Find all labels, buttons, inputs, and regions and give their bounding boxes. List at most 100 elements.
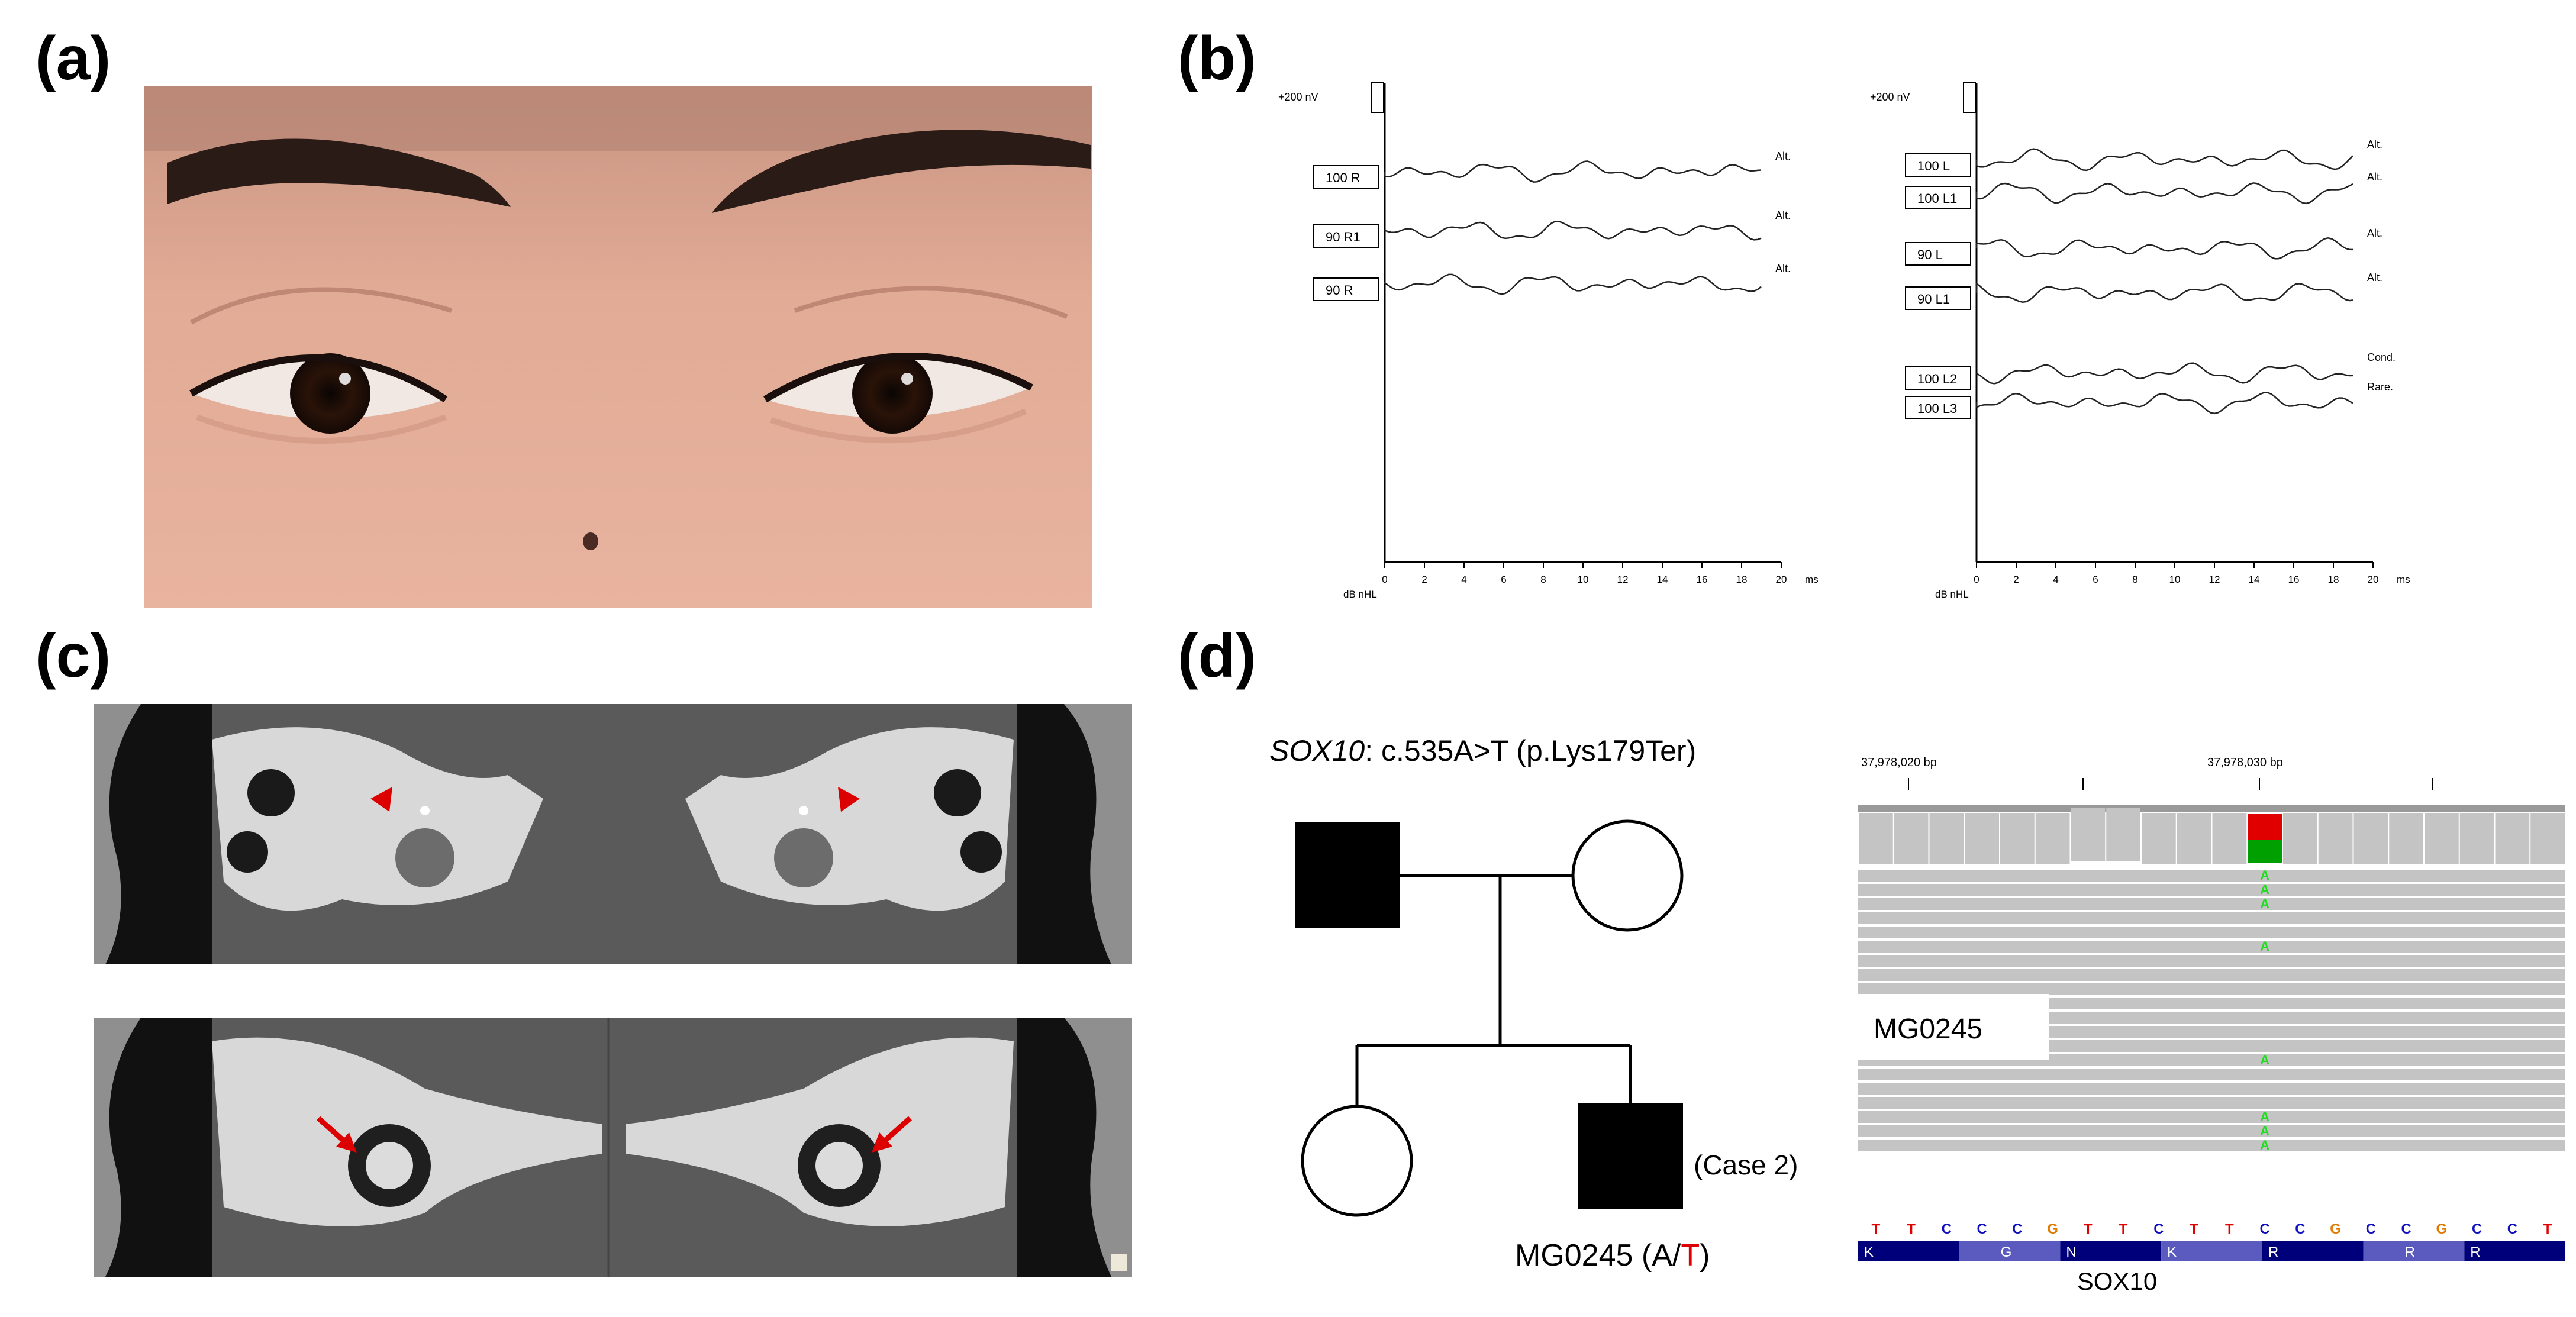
x-tick-label: 14 [1657,574,1668,585]
scale-bar-label: +200 nV [1870,91,1910,103]
arrow-marker [317,1116,347,1144]
amino-acid-label: R [2470,1244,2480,1260]
reference-base: G [2330,1221,2341,1237]
coverage-bar [2035,813,2070,864]
x-tick-label: 2 [2013,574,2019,585]
reference-base: T [2190,1221,2198,1237]
amino-acid-block [2464,1241,2565,1261]
amino-acid-block [1858,1241,1959,1261]
read-row [1858,898,2565,910]
trace-label: 90 L [1917,247,1943,262]
reference-base: G [2436,1221,2448,1237]
panel-label-d: (d) [1178,622,1256,690]
read-row [1858,1069,2565,1080]
x-tick-label: 8 [2132,574,2137,585]
iris [290,353,370,434]
abr-trace [1384,273,1762,295]
panel-label-a: (a) [36,24,111,93]
alt-base-call: A [2260,1138,2269,1153]
x-tick-label: 12 [1617,574,1629,585]
x-tick-label: 20 [1776,574,1787,585]
variant-notation: : c.535A>T (p.Lys179Ter) [1365,734,1697,767]
abr-trace [1975,148,2353,172]
amino-acid-label: R [2405,1244,2415,1260]
reference-base: T [2119,1221,2128,1237]
abr-trace [1975,237,2353,260]
read-row [1858,1097,2565,1109]
reference-base: C [2401,1221,2411,1237]
amino-acid-block [2161,1241,2262,1261]
trace-mode-label: Rare. [2367,381,2393,393]
read-row [1858,969,2565,981]
read-row [1858,1111,2565,1123]
coverage-bar [2425,813,2459,864]
alt-base-call: A [2260,868,2269,883]
x-tick-label: 6 [2093,574,2098,585]
trace-label: 90 R [1326,283,1353,298]
amino-acid-label: N [2066,1244,2076,1260]
x-tick-label: 6 [1501,574,1506,585]
mother-unaffected-circle [1571,819,1684,932]
reference-base: T [2543,1221,2552,1237]
coverage-bar [2142,813,2176,864]
alt-base-call: A [2260,1124,2269,1138]
abr-trace [1384,160,1762,183]
read-row [1858,983,2565,995]
coverage-bar [2495,813,2530,864]
alt-allele: T [1681,1238,1700,1273]
case-label: (Case 2) [1694,1150,1798,1180]
sample-label-box [1858,994,2049,1060]
amino-acid-label: G [2001,1244,2012,1260]
alt-base-call: A [2260,882,2269,897]
amino-acid-label: K [1864,1244,1874,1260]
alt-base-call: A [2260,1053,2269,1067]
abr-trace [1975,282,2353,303]
eye-photograph [144,86,1092,608]
read-row [1858,1083,2565,1095]
gene-track-label: SOX10 [2077,1267,2157,1295]
coverage-bar [2283,813,2317,864]
coverage-bar [2212,813,2247,864]
read-row [1858,955,2565,967]
coverage-bar [2177,813,2211,864]
trace-label: 90 R1 [1326,230,1360,244]
x-tick-label: 16 [2288,574,2300,585]
trace-label: 100 L3 [1917,401,1957,416]
reference-base: T [1872,1221,1881,1237]
ruler-coordinate: 37,978,020 bp [1861,756,1937,769]
x-axis-unit: ms [2397,574,2410,585]
reference-base: C [2472,1221,2482,1237]
amino-acid-block [2060,1241,2162,1261]
trace-mode-label: Alt. [2367,171,2382,183]
coverage-bar [2071,808,2106,861]
x-tick-label: 4 [1461,574,1466,585]
arrowhead-marker [336,1132,357,1153]
reference-base: C [2507,1221,2517,1237]
reference-base: T [2084,1221,2093,1237]
genotype-close: ) [1700,1238,1710,1273]
ct-scan-bottom [94,1018,1132,1277]
reference-base: C [2012,1221,2022,1237]
trace-mode-label: Alt. [1775,263,1791,275]
read-row [1858,884,2565,896]
coverage-ref-fraction [2248,840,2282,863]
read-row [1858,941,2565,953]
x-tick-label: 4 [2053,574,2058,585]
amino-acid-block [2262,1241,2364,1261]
coverage-bar [1894,813,1929,864]
trace-label: 90 L1 [1917,292,1950,306]
gene-name: SOX10 [1269,734,1365,767]
x-tick-label: 2 [1421,574,1427,585]
trace-mode-label: Cond. [2367,351,2396,363]
coverage-bar [1859,813,1893,864]
arrowhead-marker [872,1132,892,1153]
coverage-bar [2353,813,2388,864]
reference-base: C [1977,1221,1987,1237]
amino-acid-block [1959,1241,2061,1261]
x-axis-level-label: dB nHL [1935,589,1969,600]
abr-trace [1975,182,2353,205]
arrow-marker [882,1116,912,1144]
trace-mode-label: Alt. [1775,209,1791,221]
